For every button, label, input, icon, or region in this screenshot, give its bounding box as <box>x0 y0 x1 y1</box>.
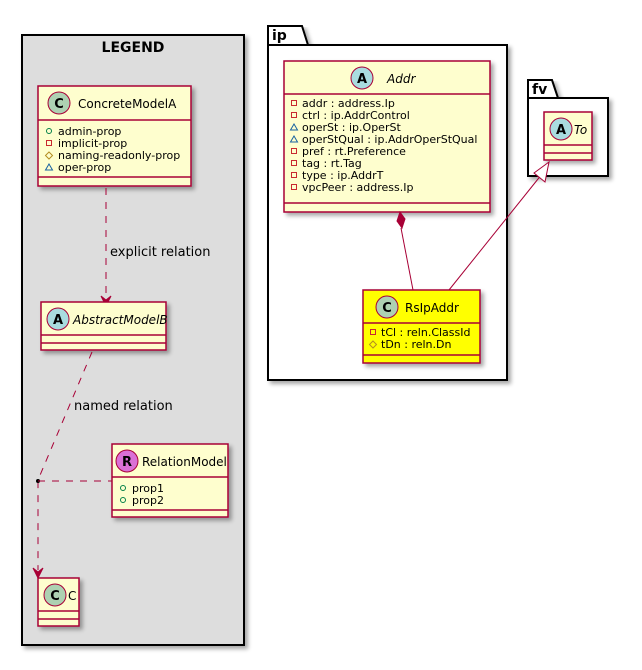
attr-text: naming-readonly-prop <box>58 149 180 162</box>
c-class[interactable]: C C <box>37 577 80 627</box>
public-icon <box>120 497 126 503</box>
attr-text: operSt : ip.OperSt <box>302 121 401 134</box>
attr-text: ctrl : ip.AddrControl <box>302 109 410 122</box>
public-icon <box>120 485 126 491</box>
inheritance-arrow-icon <box>533 160 550 183</box>
class-badge-icon <box>47 91 71 115</box>
private-icon <box>291 172 297 178</box>
attr-row: operSt : ip.OperSt <box>289 121 401 134</box>
public-icon <box>46 128 52 134</box>
attr-row: admin-prop <box>46 125 121 138</box>
explicit-relation-label: explicit relation <box>110 245 210 260</box>
composition-diamond-icon <box>396 210 406 230</box>
attr-text: operStQual : ip.AddrOperStQual <box>302 133 477 146</box>
class-name: AbstractModelB <box>72 313 168 327</box>
attr-text: type : ip.AddrT <box>302 169 384 182</box>
private-icon <box>46 140 52 146</box>
attr-row: type : ip.AddrT <box>291 169 384 182</box>
class-badge-icon <box>43 583 67 607</box>
attr-text: addr : address.Ip <box>302 97 395 110</box>
abstract-badge-icon <box>46 307 70 331</box>
attr-row: addr : address.Ip <box>291 97 395 110</box>
package-icon <box>44 163 54 171</box>
rsipaddr-class[interactable]: C RsIpAddr tCl : reln.ClassId tDn : reln… <box>362 289 481 364</box>
legend-title: LEGEND <box>102 40 165 56</box>
attr-row: oper-prop <box>44 161 111 174</box>
attr-text: pref : rt.Preference <box>302 145 406 158</box>
badge-letter: A <box>53 313 63 328</box>
attr-text: admin-prop <box>58 125 121 138</box>
attr-row: tDn : reln.Dn <box>368 338 451 351</box>
attr-text: tCl : reln.ClassId <box>381 326 471 339</box>
attr-text: prop1 <box>132 482 164 495</box>
addr-class[interactable]: A Addr addr : address.Ip ctrl : ip.AddrC… <box>283 60 491 213</box>
attr-text: oper-prop <box>58 161 111 174</box>
explicit-relation-edge: explicit relation <box>100 188 210 308</box>
badge-letter: R <box>122 455 132 470</box>
private-icon <box>291 112 297 118</box>
attr-text: tag : rt.Tag <box>302 157 362 170</box>
private-icon <box>291 160 297 166</box>
attr-row: prop2 <box>120 494 164 507</box>
ip-package-label: ip <box>272 28 287 44</box>
abstract-badge-icon <box>350 66 374 90</box>
class-name: Addr <box>386 72 416 86</box>
badge-letter: A <box>357 72 367 87</box>
attr-text: prop2 <box>132 494 164 507</box>
abstract-badge-icon <box>549 117 573 141</box>
badge-letter: C <box>50 589 60 604</box>
class-name: C <box>68 589 76 603</box>
protected-icon <box>368 340 378 349</box>
attr-text: tDn : reln.Dn <box>381 338 451 351</box>
badge-letter: C <box>54 97 64 112</box>
arrow-head <box>32 567 44 580</box>
private-icon <box>291 184 297 190</box>
attr-row: ctrl : ip.AddrControl <box>291 109 410 122</box>
attr-row: implicit-prop <box>46 137 127 150</box>
relation-badge-icon <box>115 449 139 473</box>
class-name: RelationModel <box>142 455 227 469</box>
attr-row: naming-readonly-prop <box>44 149 180 162</box>
abstract-model-b-class[interactable]: A AbstractModelB <box>40 301 168 351</box>
class-name: RsIpAddr <box>405 301 459 315</box>
fv-package-label: fv <box>532 82 547 98</box>
badge-letter: A <box>556 123 566 138</box>
concrete-model-a-class[interactable]: C ConcreteModelA admin-prop implicit-pro… <box>37 85 192 187</box>
attr-row: vpcPeer : address.Ip <box>291 181 413 194</box>
badge-letter: C <box>382 301 392 316</box>
class-badge-icon <box>375 295 399 319</box>
attr-row: operStQual : ip.AddrOperStQual <box>289 133 477 146</box>
inheritance-edge <box>448 160 550 291</box>
attr-row: tCl : reln.ClassId <box>370 326 471 339</box>
private-icon <box>370 329 376 335</box>
attr-row: pref : rt.Preference <box>291 145 406 158</box>
attr-text: vpcPeer : address.Ip <box>302 181 413 194</box>
attr-row: tag : rt.Tag <box>291 157 362 170</box>
attr-text: implicit-prop <box>58 137 127 150</box>
protected-icon <box>44 151 54 160</box>
to-class[interactable]: A To <box>543 111 593 161</box>
named-relation-edge: named relation <box>32 351 173 580</box>
class-name: To <box>574 123 587 137</box>
package-icon <box>289 123 299 131</box>
attr-row: prop1 <box>120 482 164 495</box>
named-relation-label: named relation <box>74 399 173 414</box>
package-icon <box>289 135 299 143</box>
private-icon <box>291 148 297 154</box>
private-icon <box>291 100 297 106</box>
relation-model-class[interactable]: R RelationModel prop1 prop2 <box>111 443 229 518</box>
composition-edge <box>396 210 414 291</box>
class-name: ConcreteModelA <box>78 97 177 111</box>
